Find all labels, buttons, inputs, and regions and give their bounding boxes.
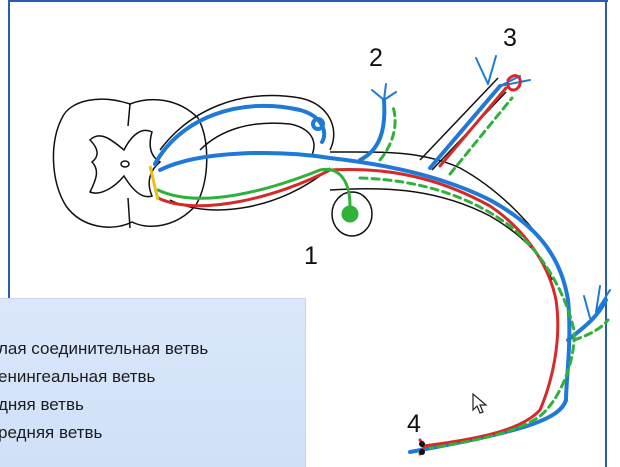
autonomic-ganglion-cell xyxy=(343,207,357,221)
grey-matter xyxy=(90,130,160,196)
label-4: 4 xyxy=(407,410,421,439)
legend-box: лая соединительная ветвь енингеальная ве… xyxy=(0,298,306,467)
motor-fiber-meningeal xyxy=(360,100,384,160)
label-3: 3 xyxy=(503,24,517,53)
mouse-pointer-icon xyxy=(472,393,488,415)
legend-item-2: енингеальная ветвь xyxy=(0,363,303,391)
dorsal-root-lower xyxy=(200,123,314,155)
legend-item-3: дняя ветвь xyxy=(0,391,303,419)
dorsal-sulcus xyxy=(128,104,130,126)
central-canal xyxy=(121,161,129,167)
ending-branch-2 xyxy=(372,84,396,100)
label-2: 2 xyxy=(369,44,383,73)
spinal-cord xyxy=(53,99,206,228)
legend-item-1: лая соединительная ветвь xyxy=(0,335,303,363)
legend-item-4: редняя ветвь xyxy=(0,419,303,447)
sympathetic-branch-outline xyxy=(420,78,498,160)
dorsal-root-upper xyxy=(160,96,334,150)
label-1: 1 xyxy=(304,242,318,271)
motor-neuron-body xyxy=(313,119,323,129)
sensory-fiber-dorsal xyxy=(440,88,506,166)
